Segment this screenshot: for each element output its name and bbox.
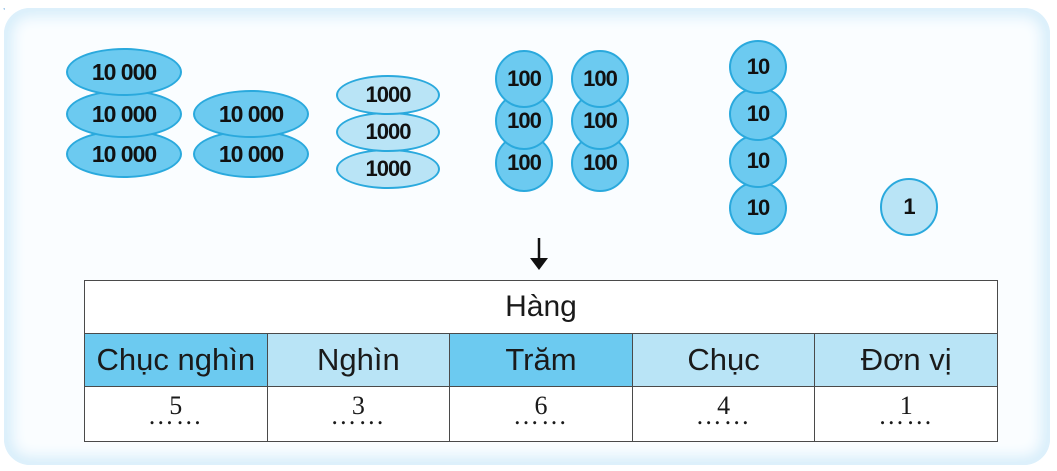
token-ten: 10 [729, 40, 787, 94]
token-ten-thousand: 10 000 [193, 90, 309, 138]
answer-value: 1 [899, 390, 913, 420]
answer-dots: …… [878, 400, 935, 430]
token-one: 1 [880, 178, 938, 236]
answer-value: 6 [534, 390, 548, 420]
answer-cell-ones[interactable]: 1…… [814, 386, 998, 442]
place-value-table: Hàng Chục nghìn Nghìn Trăm Chục Đơn vị 5… [84, 280, 998, 442]
answer-dots: …… [147, 400, 204, 430]
token-thousand: 1000 [336, 75, 440, 115]
answer-dots: …… [695, 400, 752, 430]
header-thousands: Nghìn [266, 333, 451, 387]
token-hundred: 100 [495, 50, 553, 108]
token-ten: 10 [729, 87, 787, 141]
answer-dots: …… [512, 400, 569, 430]
table-title: Hàng [84, 280, 998, 334]
token-ten: 10 [729, 134, 787, 188]
token-thousand: 1000 [336, 112, 440, 152]
header-tens: Chục [631, 333, 816, 387]
token-thousand: 1000 [336, 149, 440, 189]
arrow-down-icon [530, 238, 548, 270]
token-ten-thousand: 10 000 [66, 90, 182, 138]
answer-value: 3 [351, 390, 365, 420]
corner-mark: , [3, 2, 6, 11]
token-ten-thousand: 10 000 [66, 48, 182, 96]
header-hundreds: Trăm [449, 333, 633, 387]
answer-cell-hundreds[interactable]: 6…… [449, 386, 633, 442]
answer-cell-thousands[interactable]: 3…… [266, 386, 451, 442]
answer-cell-tens[interactable]: 4…… [631, 386, 816, 442]
answer-cell-ten-thousands[interactable]: 5…… [84, 386, 268, 442]
header-ten-thousands: Chục nghìn [84, 333, 268, 387]
answer-value: 5 [169, 390, 183, 420]
answer-dots: …… [330, 400, 387, 430]
token-hundred: 100 [571, 50, 629, 108]
token-ten: 10 [729, 181, 787, 235]
header-ones: Đơn vị [814, 333, 998, 387]
answer-value: 4 [717, 390, 731, 420]
